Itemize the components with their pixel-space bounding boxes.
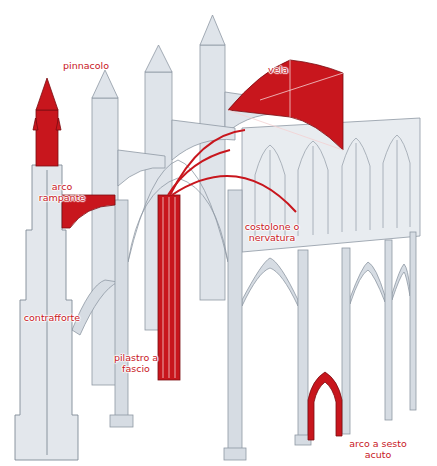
- arcade: [72, 190, 416, 460]
- part-label: arco rampante: [34, 181, 90, 203]
- part-label: arco a sesto acuto: [346, 438, 410, 460]
- part-label: costolone o nervatura: [236, 221, 308, 243]
- part-label: contrafforte: [14, 312, 90, 323]
- part-label: vela: [262, 64, 294, 75]
- pillar-shafts: [163, 60, 343, 378]
- red-highlights: [33, 60, 343, 440]
- part-label: pilastro a fascio: [112, 352, 160, 374]
- part-label: pinnacolo: [58, 60, 114, 71]
- ribs: [168, 130, 296, 212]
